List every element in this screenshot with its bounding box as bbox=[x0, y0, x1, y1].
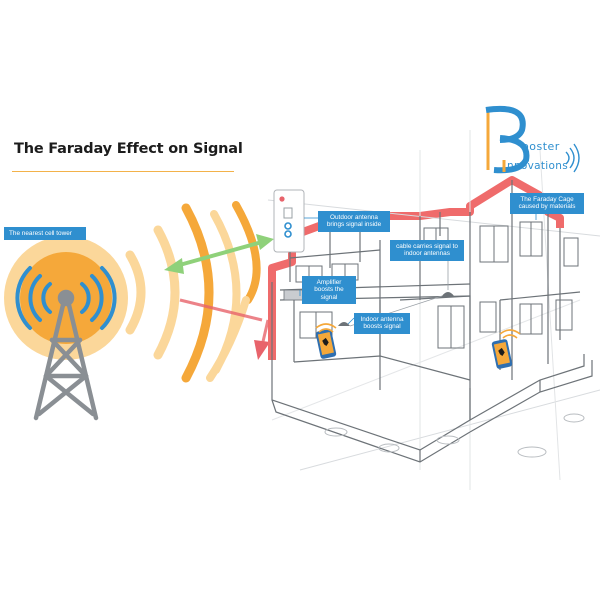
house-sketch bbox=[267, 130, 600, 490]
logo-text-innovations: nnovations bbox=[507, 160, 568, 172]
phone-icon bbox=[315, 323, 521, 369]
logo-text-booster: ooster bbox=[522, 140, 560, 153]
label-cable: cable carries signal to indoor antennas bbox=[390, 240, 464, 261]
logo-mark bbox=[485, 106, 580, 174]
cell-tower-icon bbox=[4, 236, 128, 421]
label-outdoor-antenna: Outdoor antenna brings signal inside bbox=[318, 211, 390, 232]
label-indoor-antenna: Indoor antenna boosts signal bbox=[354, 313, 410, 334]
label-cell-tower: The nearest cell tower bbox=[4, 227, 86, 241]
label-faraday-cage: The Faraday Cage caused by materials bbox=[510, 193, 584, 214]
label-amplifier: Amplifier boosts the signal bbox=[302, 276, 356, 305]
outdoor-antenna-icon bbox=[273, 189, 305, 282]
signal-waves-icon bbox=[125, 201, 261, 383]
title-underline bbox=[12, 171, 234, 172]
page-title: The Faraday Effect on Signal bbox=[14, 141, 243, 157]
blocked-signal-arrow bbox=[179, 298, 270, 360]
signal-path-arrow bbox=[164, 234, 274, 274]
